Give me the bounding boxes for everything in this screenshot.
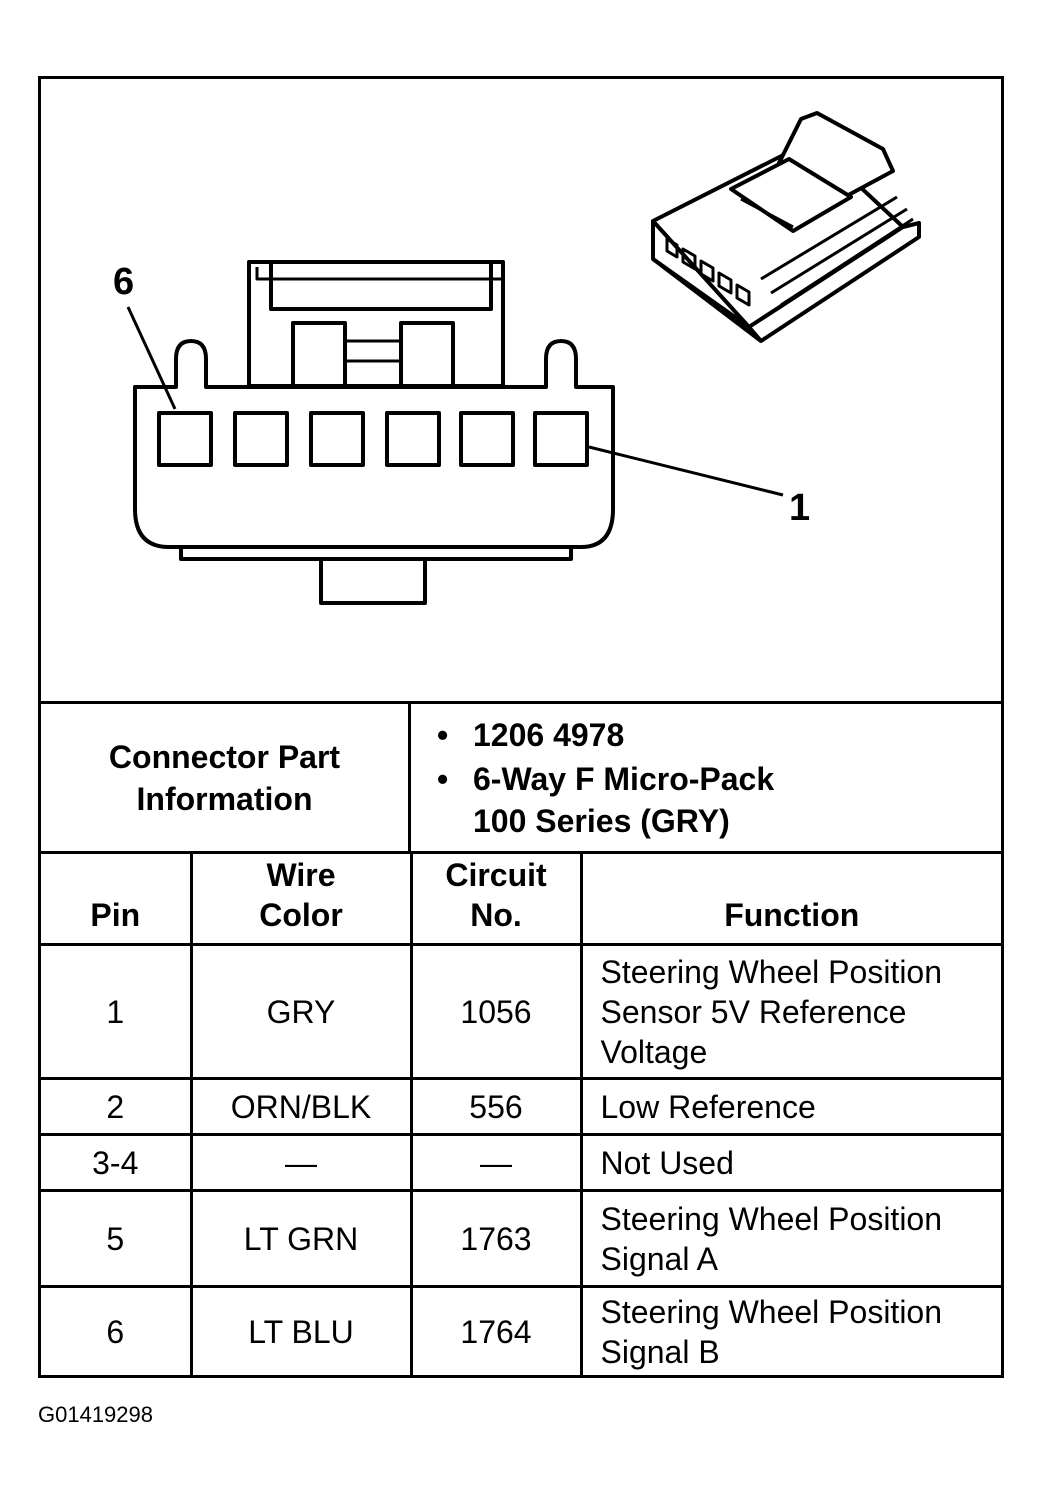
function-line: Not Used (600, 1144, 734, 1181)
circuit-cell: — (409, 1133, 583, 1192)
function-cell: Low Reference (579, 1077, 1001, 1136)
pin-cell: 2 (41, 1077, 193, 1136)
connector-front-view (126, 260, 784, 605)
function-line: Signal A (600, 1240, 718, 1277)
figure-id-caption: G01419298 (38, 1402, 153, 1427)
header-circuit-line-1: Circuit (445, 857, 547, 893)
wire-color-cell: LT GRN (189, 1189, 413, 1288)
function-line: Sensor 5V Reference (600, 993, 907, 1030)
function-line: Low Reference (600, 1088, 816, 1125)
wire-color-cell: ORN/BLK (189, 1077, 413, 1136)
header-wire-color-line-2: Color (259, 897, 343, 933)
diagram-frame: 6 1 Connector Part Information • 1206 497… (38, 76, 1004, 1378)
bullet-icon: • (437, 761, 449, 797)
function-line: Steering Wheel Position (600, 1294, 943, 1331)
circuit-cell: 556 (409, 1077, 583, 1136)
connector-type-line-2: 100 Series (GRY) (473, 803, 730, 839)
pin-cell: 3-4 (41, 1133, 193, 1192)
part-number-item: • 1206 4978 (437, 714, 1001, 756)
pin-cell: 1 (41, 943, 193, 1080)
pin-1-label: 1 (789, 487, 811, 529)
circuit-cell: 1056 (409, 943, 583, 1080)
header-pin: Pin (41, 851, 193, 946)
connector-illustration: 6 1 (41, 79, 1001, 701)
circuit-cell: 1763 (409, 1189, 583, 1288)
wire-color-cell: LT BLU (189, 1285, 413, 1377)
part-number: 1206 4978 (473, 717, 625, 753)
pin-cell: 6 (41, 1285, 193, 1377)
connector-info-title-cell: Connector Part Information (41, 704, 411, 851)
connector-type-line-1: 6-Way F Micro-Pack (473, 761, 775, 797)
function-line: Voltage (600, 1033, 708, 1070)
pin-cell: 5 (41, 1189, 193, 1288)
connector-part-info: Connector Part Information • 1206 4978 • 6… (41, 701, 1001, 851)
header-function: Function (579, 851, 1001, 946)
table-row: 2 ORN/BLK 556 Low Reference (41, 1077, 1001, 1136)
function-line: Signal B (600, 1334, 720, 1371)
bullet-icon: • (437, 717, 449, 753)
header-circuit-line-2: No. (470, 897, 522, 933)
connector-isometric-view (651, 111, 921, 343)
connector-type-item: • 6-Way F Micro-Pack 100 Series (GRY) (437, 758, 1001, 842)
function-cell: Not Used (579, 1133, 1001, 1192)
header-wire-color-line-1: Wire (266, 857, 336, 893)
circuit-cell: 1764 (409, 1285, 583, 1377)
pin-6-label: 6 (113, 261, 135, 303)
connector-info-details: • 1206 4978 • 6-Way F Micro-Pack 100 Series… (411, 704, 1001, 851)
connector-drawing (126, 111, 921, 605)
connector-info-title: Connector Part Information (108, 738, 341, 817)
wire-color-cell: — (189, 1133, 413, 1192)
function-line: Steering Wheel Position (600, 953, 943, 990)
function-line: Steering Wheel Position (600, 1200, 943, 1237)
table-row: 3-4 — — Not Used (41, 1133, 1001, 1192)
wire-color-cell: GRY (189, 943, 413, 1080)
